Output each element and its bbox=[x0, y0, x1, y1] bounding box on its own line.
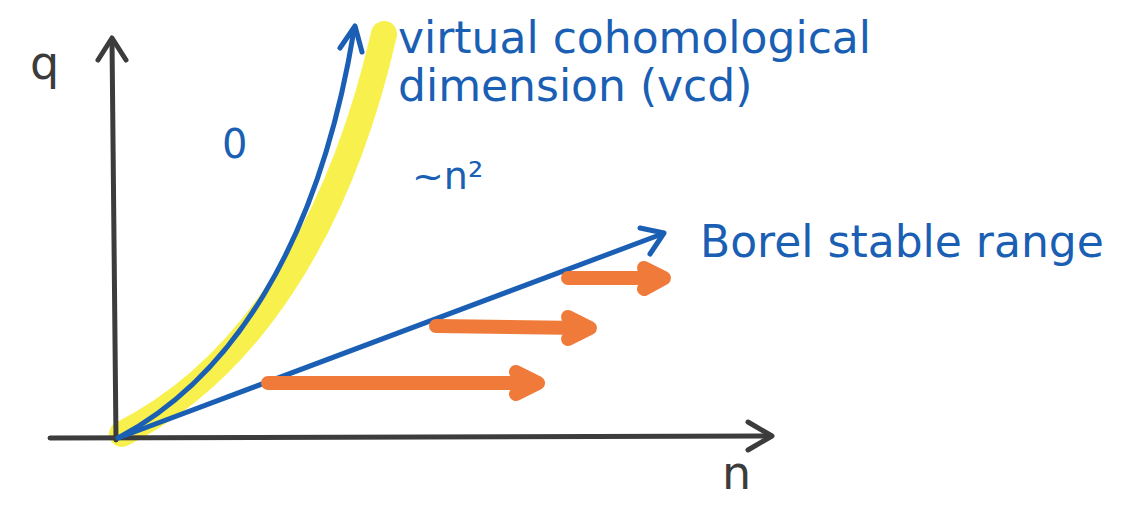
highlight-band bbox=[122, 34, 384, 434]
line-arrowhead bbox=[640, 228, 664, 254]
arrowhead bbox=[644, 268, 664, 289]
orange-arrow bbox=[268, 376, 530, 390]
curve-label: virtual cohomological dimension (vcd) bbox=[398, 14, 1098, 111]
n-axis bbox=[50, 436, 770, 438]
line-label: Borel stable range bbox=[700, 218, 1130, 266]
arrowhead bbox=[568, 317, 590, 339]
axis-arrowhead bbox=[748, 422, 772, 450]
axis-label: n bbox=[722, 448, 751, 499]
arrowhead bbox=[516, 372, 538, 394]
region-label: 0 bbox=[222, 122, 247, 166]
orange-arrow bbox=[436, 326, 582, 328]
growth-label: ~n² bbox=[412, 156, 483, 198]
curve-arrowhead bbox=[340, 26, 362, 52]
stability-arrows bbox=[268, 268, 664, 394]
axis-label: q bbox=[30, 38, 59, 89]
borel-line bbox=[118, 234, 662, 438]
axis-arrowhead bbox=[98, 38, 126, 60]
q-axis bbox=[112, 40, 116, 440]
